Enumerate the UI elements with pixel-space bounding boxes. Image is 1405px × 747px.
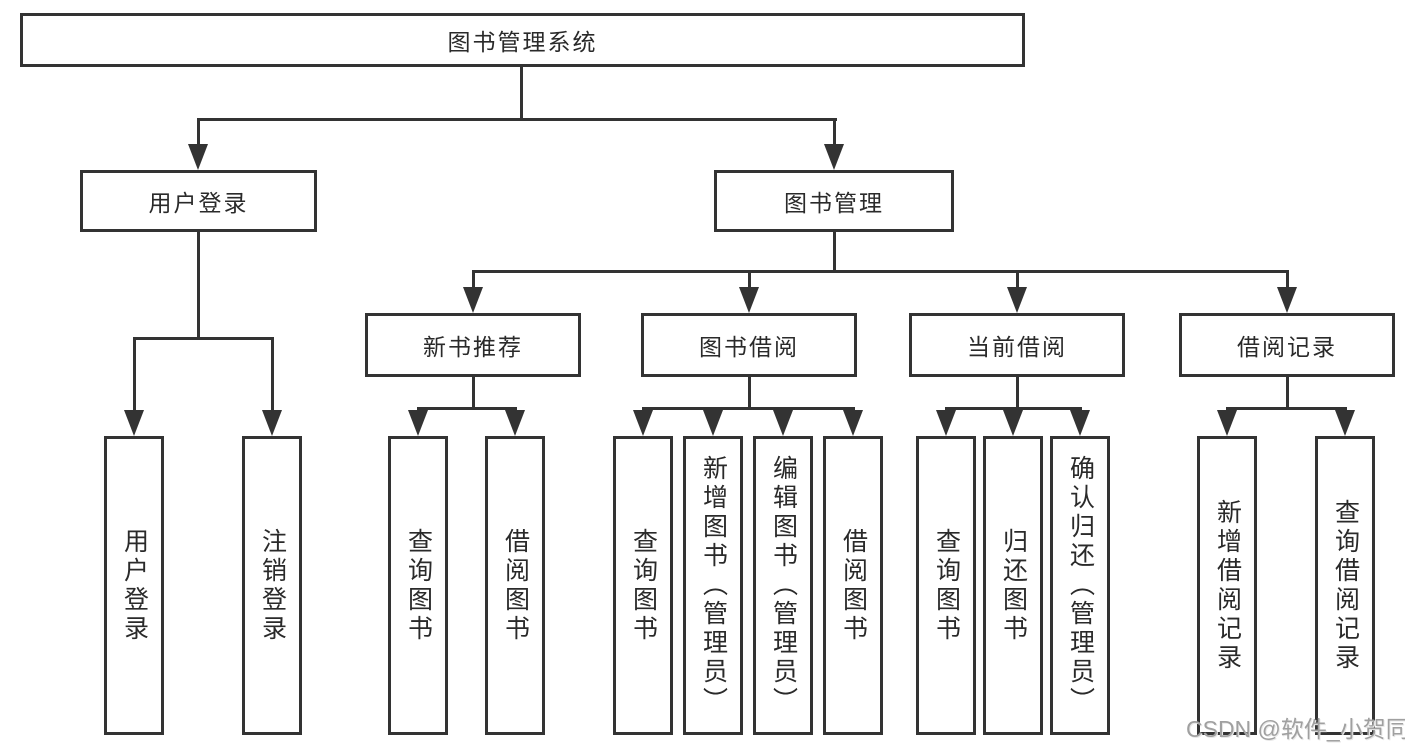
node-user-login: 用户登录 bbox=[80, 170, 317, 232]
arrowhead-down-icon bbox=[1007, 287, 1027, 313]
leaf-record-query-borrow-record: 查询借阅记录 bbox=[1315, 436, 1375, 735]
arrowhead-down-icon bbox=[703, 410, 723, 436]
connector-hline bbox=[472, 270, 1289, 273]
node-root: 图书管理系统 bbox=[20, 13, 1025, 67]
connector-vline bbox=[197, 229, 200, 339]
connector-vline bbox=[1016, 270, 1019, 292]
leaf-borrow-edit-books-admin: 编辑图书（管理员） bbox=[753, 436, 813, 735]
node-book-borrow: 图书借阅 bbox=[641, 313, 857, 377]
node-current-borrow: 当前借阅 bbox=[909, 313, 1125, 377]
leaf-borrow-query-books: 查询图书 bbox=[613, 436, 673, 735]
connector-hline bbox=[417, 407, 517, 410]
leaf-newbook-borrow-books: 借阅图书 bbox=[485, 436, 545, 735]
connector-vline bbox=[748, 270, 751, 292]
arrowhead-down-icon bbox=[824, 144, 844, 170]
arrowhead-down-icon bbox=[1217, 410, 1237, 436]
connector-vline bbox=[833, 118, 836, 150]
connector-vline bbox=[472, 375, 475, 410]
leaf-borrow-add-books-admin: 新增图书（管理员） bbox=[683, 436, 743, 735]
arrowhead-down-icon bbox=[1335, 410, 1355, 436]
leaf-record-add-borrow-record: 新增借阅记录 bbox=[1197, 436, 1257, 735]
connector-hline bbox=[945, 407, 1082, 410]
leaf-current-confirm-return-admin: 确认归还（管理员） bbox=[1050, 436, 1110, 735]
connector-hline bbox=[133, 337, 274, 340]
connector-hline bbox=[642, 407, 855, 410]
arrowhead-down-icon bbox=[188, 144, 208, 170]
connector-vline bbox=[520, 64, 523, 120]
arrowhead-down-icon bbox=[124, 410, 144, 436]
csdn-watermark: CSDN @软件_小贺同学 bbox=[1186, 716, 1405, 742]
leaf-current-return-books: 归还图书 bbox=[983, 436, 1043, 735]
arrowhead-down-icon bbox=[408, 410, 428, 436]
arrowhead-down-icon bbox=[463, 287, 483, 313]
leaf-user-login: 用户登录 bbox=[104, 436, 164, 735]
arrowhead-down-icon bbox=[936, 410, 956, 436]
arrowhead-down-icon bbox=[1003, 410, 1023, 436]
leaf-logout-login: 注销登录 bbox=[242, 436, 302, 735]
arrowhead-down-icon bbox=[1070, 410, 1090, 436]
arrowhead-down-icon bbox=[1277, 287, 1297, 313]
leaf-newbook-query-books: 查询图书 bbox=[388, 436, 448, 735]
connector-vline bbox=[748, 375, 751, 410]
connector-hline bbox=[1226, 407, 1347, 410]
connector-vline bbox=[1286, 270, 1289, 292]
arrowhead-down-icon bbox=[633, 410, 653, 436]
arrowhead-down-icon bbox=[773, 410, 793, 436]
arrowhead-down-icon bbox=[843, 410, 863, 436]
connector-vline bbox=[133, 337, 136, 413]
arrowhead-down-icon bbox=[505, 410, 525, 436]
arrowhead-down-icon bbox=[739, 287, 759, 313]
connector-vline bbox=[271, 337, 274, 413]
arrowhead-down-icon bbox=[262, 410, 282, 436]
connector-vline bbox=[1286, 375, 1289, 410]
connector-vline bbox=[197, 118, 200, 150]
connector-vline bbox=[1016, 375, 1019, 410]
connector-vline bbox=[833, 229, 836, 273]
connector-vline bbox=[472, 270, 475, 292]
leaf-borrow-borrow-books: 借阅图书 bbox=[823, 436, 883, 735]
node-borrow-record: 借阅记录 bbox=[1179, 313, 1395, 377]
node-new-book-recommend: 新书推荐 bbox=[365, 313, 581, 377]
connector-hline bbox=[197, 118, 837, 121]
node-book-management: 图书管理 bbox=[714, 170, 954, 232]
leaf-current-query-books: 查询图书 bbox=[916, 436, 976, 735]
